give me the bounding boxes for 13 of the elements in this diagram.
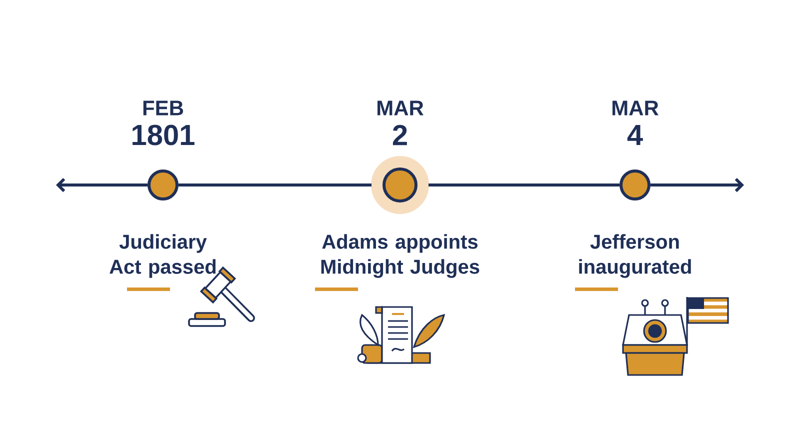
timeline-dot xyxy=(148,170,178,200)
event-label: Adams appoints Midnight Judges xyxy=(321,234,480,278)
event-label: Judiciary Act passed xyxy=(110,234,216,278)
timeline-dot xyxy=(620,170,650,200)
month-label: MAR xyxy=(378,100,424,116)
month-label: MAR xyxy=(612,100,658,116)
month-label: FEB xyxy=(143,100,184,116)
timeline-arrow xyxy=(56,178,148,192)
date-label: 4 xyxy=(627,125,643,145)
date-label: 2 xyxy=(392,124,407,146)
event-label: Jefferson inaugurated xyxy=(579,234,691,278)
timeline-arrow xyxy=(650,178,744,192)
date-label: 1801 xyxy=(132,124,194,146)
